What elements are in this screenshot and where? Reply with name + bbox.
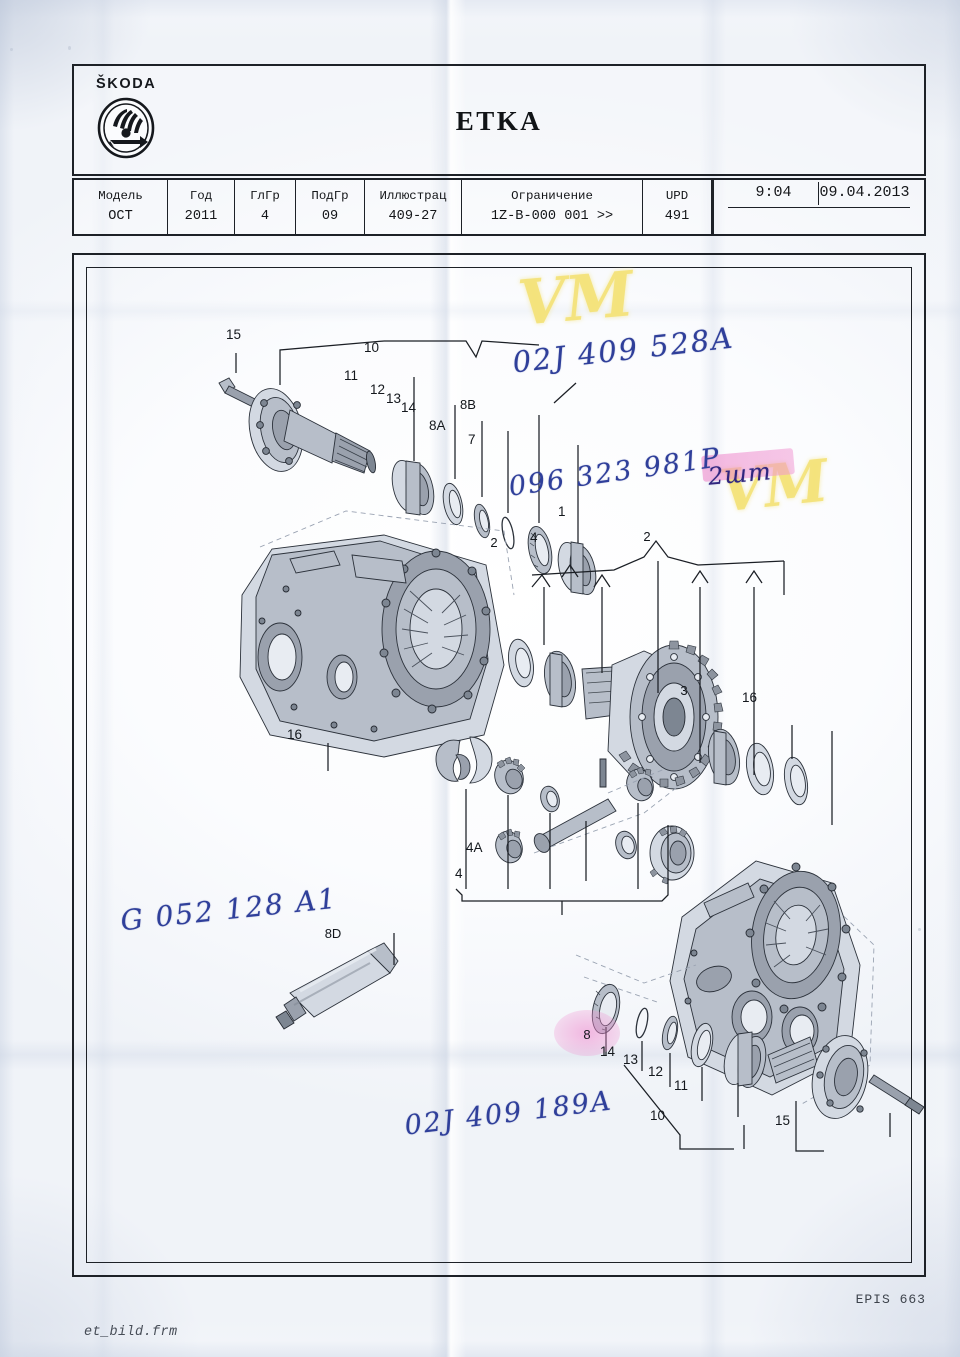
meta-value-model: OCT xyxy=(108,208,133,224)
part-side-gear xyxy=(435,736,493,784)
part-pinion-gear-lower xyxy=(495,828,523,864)
scan-speck xyxy=(68,46,71,50)
meta-header-year: Год xyxy=(189,189,213,203)
callout-16-left-housing: 16 xyxy=(287,727,303,742)
part-ring-12 xyxy=(442,482,464,526)
part-seal-8A xyxy=(527,525,553,575)
illustration-frame xyxy=(72,253,926,1277)
part-output-flange-right xyxy=(767,1035,869,1119)
lower-right-flange-assembly xyxy=(575,954,925,1152)
footer-epis-code: EPIS 663 xyxy=(855,1292,926,1307)
callout-11-upper: 11 xyxy=(344,368,359,383)
part-snap-ring-14b xyxy=(635,1007,649,1039)
meta-cell-restriction: Ограничение 1Z-B-000 001 >> xyxy=(462,180,643,234)
timestamp-time: 9:04 xyxy=(728,182,820,205)
part-bearing-11 xyxy=(391,459,435,516)
part-bearing-7 xyxy=(557,541,597,596)
callout-12-upper: 12 xyxy=(370,382,386,397)
callout-3-pen-circled: 3 xyxy=(671,678,697,704)
scan-speck xyxy=(10,48,13,51)
callout-14-lower: 14 xyxy=(600,1044,616,1059)
callout-16-right-housing: 16 xyxy=(742,690,758,705)
callout-10-upper: 10 xyxy=(364,340,380,355)
meta-value-year: 2011 xyxy=(184,208,218,224)
part-bolt-15b xyxy=(868,1074,925,1115)
callout-2-right-highlighted: 2 xyxy=(627,518,667,556)
part-thrust-washer xyxy=(540,785,560,813)
meta-header-illustration: Иллюстрац xyxy=(379,189,447,203)
part-cross-pin-4A xyxy=(533,758,617,853)
part-gearbox-housing-right xyxy=(669,731,875,1106)
part-bearing-11b xyxy=(723,1031,767,1089)
callout-4-bracket: 4 xyxy=(455,866,463,881)
callout-7: 7 xyxy=(468,432,476,447)
callout-4A: 4A xyxy=(466,840,483,855)
callout-13-upper: 13 xyxy=(386,391,402,406)
part-bearing-right-diff xyxy=(707,728,809,806)
meta-value-restriction: 1Z-B-000 001 >> xyxy=(490,208,614,224)
meta-header-sub-group: ПодГр xyxy=(311,189,349,203)
brand-block: ŠKODA xyxy=(96,76,204,159)
meta-value-main-group: 4 xyxy=(260,208,270,224)
callout-8-highlighted: 8 xyxy=(567,1016,607,1054)
part-grease-tube-8D xyxy=(275,933,399,1030)
callout-8D-highlighted: 8D xyxy=(313,915,353,953)
meta-cell-upd: UPD 491 xyxy=(643,180,712,234)
callout-10-lower: 10 xyxy=(650,1108,666,1123)
illustration-frame-inner xyxy=(86,267,912,1263)
exploded-parts-diagram xyxy=(84,265,925,1261)
meta-cell-illustration: Иллюстрац 409-27 xyxy=(365,180,462,234)
scan-speck xyxy=(918,928,921,931)
part-ring-13b xyxy=(661,1015,679,1051)
callout-13-lower: 13 xyxy=(623,1052,639,1067)
meta-value-illustration: 409-27 xyxy=(388,208,438,224)
brand-wordmark: ŠKODA xyxy=(96,76,157,92)
callout-8B-highlighted: 8B xyxy=(448,386,488,424)
callout-8A: 8A xyxy=(429,418,446,433)
skoda-winged-arrow-logo-icon xyxy=(96,97,204,159)
callout-2-left-highlighted: 2 xyxy=(474,524,514,562)
meta-header-restriction: Ограничение xyxy=(511,189,593,203)
timestamp-row: 9:04 09.04.2013 xyxy=(728,180,910,208)
catalog-meta-table: Модель OCT Год 2011 ГлГр 4 ПодГр 09 Иллю… xyxy=(72,178,926,236)
callout-4-center: 4 xyxy=(530,530,538,545)
meta-cell-main-group: ГлГр 4 xyxy=(235,180,296,234)
meta-header-upd: UPD xyxy=(665,189,689,203)
meta-cell-timestamp: 9:04 09.04.2013 xyxy=(712,180,924,234)
meta-cell-year: Год 2011 xyxy=(168,180,235,234)
handwritten-quantity-note: 2шт xyxy=(706,457,773,491)
part-ring-12b xyxy=(690,1022,714,1068)
marker-initials-vm-top: VM xyxy=(515,257,636,340)
meta-value-sub-group: 09 xyxy=(321,208,339,224)
meta-value-upd: 491 xyxy=(664,208,690,224)
part-pinion-gear-right xyxy=(626,766,654,802)
page-title: ETKA xyxy=(455,106,543,136)
meta-cell-sub-group: ПодГр 09 xyxy=(296,180,365,234)
part-side-gear-right xyxy=(649,825,695,885)
callout-11-lower: 11 xyxy=(674,1078,689,1093)
meta-cell-model: Модель OCT xyxy=(74,180,168,234)
part-differential-internals xyxy=(435,736,695,915)
part-bearing-left-diff xyxy=(508,638,577,708)
header-box: ŠKODA ETKA xyxy=(72,64,926,176)
callout-15-upper: 15 xyxy=(226,327,242,342)
meta-header-model: Модель xyxy=(98,189,143,203)
callout-15-lower: 15 xyxy=(775,1113,791,1128)
part-output-flange xyxy=(248,388,376,474)
footer-form-name: et_bild.frm xyxy=(84,1325,178,1340)
part-pinion-gear-upper xyxy=(494,756,526,795)
meta-header-main-group: ГлГр xyxy=(250,189,280,203)
timestamp-date: 09.04.2013 xyxy=(819,184,910,201)
callout-14-upper: 14 xyxy=(401,400,417,415)
part-thrust-washer-right xyxy=(615,830,637,860)
callout-1: 1 xyxy=(558,504,566,519)
part-gearbox-housing-left xyxy=(239,510,515,771)
upper-left-flange-assembly xyxy=(218,340,597,596)
callout-12-lower: 12 xyxy=(648,1064,664,1079)
